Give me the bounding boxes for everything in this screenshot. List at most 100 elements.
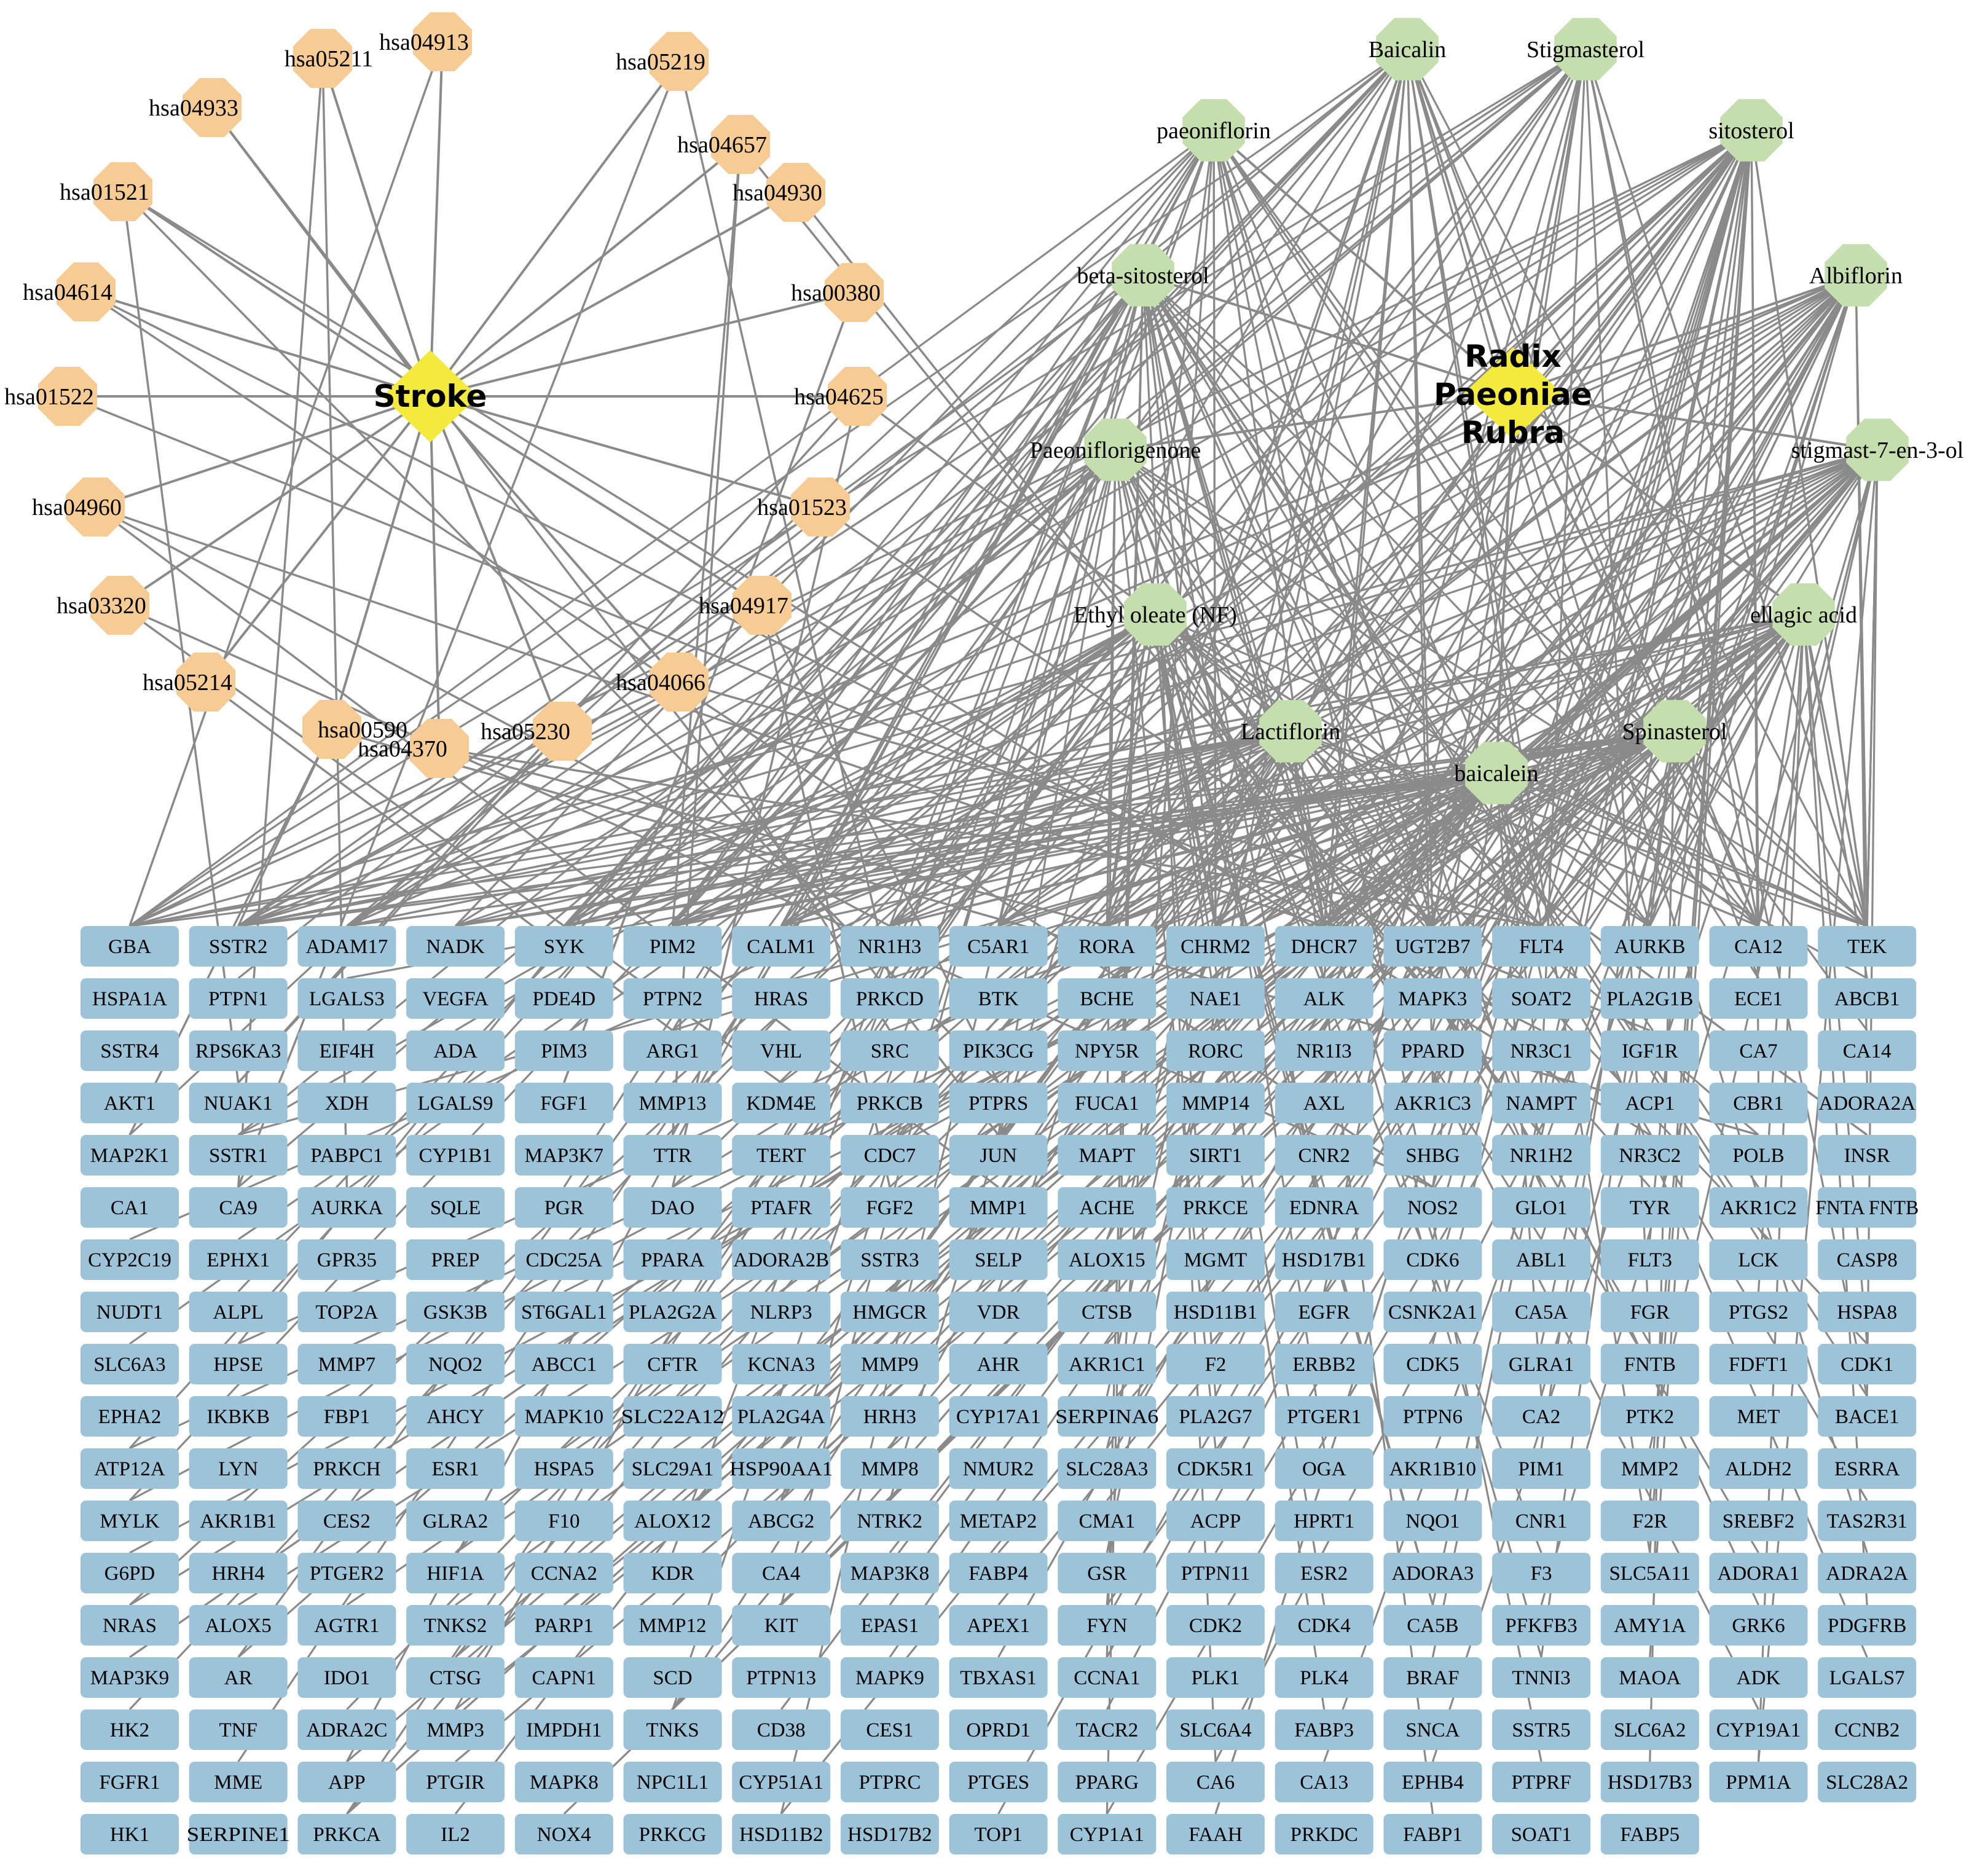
gene-label: PPM1A	[1726, 1772, 1791, 1794]
gene-node-shape	[514, 1605, 613, 1646]
gene-label: ALK	[1303, 988, 1345, 1010]
network-edge	[1142, 274, 1868, 927]
gene-node-ca4: CA4	[732, 1553, 831, 1593]
gene-node-adra2a: ADRA2A	[1818, 1553, 1917, 1593]
pathway-node-hsa05230: hsa05230	[481, 702, 592, 761]
pathway-node-hsa04657: hsa04657	[677, 115, 770, 174]
gene-label: CDK1	[1841, 1354, 1893, 1376]
gene-node-shape	[949, 1553, 1048, 1593]
gene-label: CALM1	[747, 936, 815, 958]
gene-node-shape	[840, 1448, 939, 1489]
gene-node-shape	[623, 1814, 722, 1854]
gene-node-shape	[1058, 1709, 1157, 1750]
gene-node-ikbkb: IKBKB	[189, 1396, 288, 1437]
gene-node-fbp1: FBP1	[297, 1396, 396, 1437]
gene-label: CDC25A	[525, 1249, 602, 1271]
gene-label: MMP7	[318, 1354, 376, 1376]
pathway-node-shape	[650, 653, 709, 712]
gene-node-shape	[1709, 1396, 1808, 1437]
network-edge	[85, 291, 431, 398]
gene-node-apex1: APEX1	[949, 1605, 1048, 1646]
gene-node-shape	[1166, 1605, 1265, 1646]
gene-label: HSD17B3	[1608, 1772, 1692, 1794]
gene-label: POLB	[1732, 1145, 1784, 1167]
gene-node-tnf: TNF	[189, 1709, 288, 1750]
gene-node-nr1i3: NR1I3	[1275, 1030, 1373, 1071]
gene-label: SHBG	[1405, 1145, 1460, 1167]
gene-node-pla2g1b: PLA2G1B	[1600, 978, 1699, 1019]
gene-node-ptprf: PTPRF	[1492, 1762, 1591, 1802]
gene-node-slc22a12: SLC22A12	[621, 1396, 725, 1437]
gene-node-polb: POLB	[1709, 1135, 1808, 1175]
network-edge	[1540, 731, 1676, 927]
gene-label: SELP	[975, 1249, 1022, 1271]
network-edge	[1673, 730, 1868, 927]
network-edge	[997, 275, 1144, 927]
network-edge	[238, 730, 1291, 927]
gene-node-ptger2: PTGER2	[297, 1553, 396, 1593]
gene-label: HMGCR	[852, 1301, 927, 1324]
gene-node-shape	[1275, 1448, 1373, 1489]
network-edge	[429, 41, 444, 397]
pathway-label: hsa05214	[143, 670, 232, 696]
gene-label: METAP2	[960, 1510, 1037, 1532]
gene-node-mapt: MAPT	[1058, 1135, 1157, 1175]
network-edge	[889, 274, 1857, 1188]
gene-node-shape	[623, 1239, 722, 1280]
gene-label: NMUR2	[963, 1458, 1034, 1480]
gene-node-shape	[1709, 1187, 1808, 1228]
gene-node-cyp1a1: CYP1A1	[1058, 1814, 1157, 1854]
gene-node-shape	[1709, 978, 1808, 1019]
gene-node-shape	[1818, 1501, 1917, 1541]
gene-node-fabp4: FABP4	[949, 1553, 1048, 1593]
gene-node-shape	[1818, 926, 1917, 967]
gene-node-shape	[81, 1083, 179, 1123]
gene-label: ABCB1	[1834, 988, 1900, 1010]
network-edge	[1323, 772, 1498, 927]
gene-node-shape	[406, 926, 505, 967]
gene-label: CA6	[1196, 1772, 1235, 1794]
herb-hub-label-line-1: Radix	[1464, 339, 1561, 374]
gene-node-tacr2: TACR2	[1058, 1709, 1157, 1750]
gene-label: ADA	[433, 1040, 477, 1062]
gene-node-atp12a: ATP12A	[81, 1448, 179, 1489]
gene-node-shape	[840, 1501, 939, 1541]
gene-node-shape	[1275, 1814, 1373, 1854]
pathway-node-hsa04930: hsa04930	[733, 163, 825, 222]
network-edge	[429, 143, 742, 398]
compound-node-shape	[1643, 700, 1706, 763]
gene-node-cd38: CD38	[732, 1709, 831, 1750]
gene-node-abcb1: ABCB1	[1818, 978, 1917, 1019]
gene-node-shape	[406, 1553, 505, 1593]
network-edge	[347, 772, 1497, 927]
gene-node-shape	[514, 1187, 613, 1228]
gene-label: MMP8	[861, 1458, 919, 1480]
gene-label: HPSE	[213, 1354, 263, 1376]
compound-label: Spinasterol	[1622, 719, 1727, 745]
gene-node-shape	[514, 1135, 613, 1175]
pathway-node-hsa05211: hsa05211	[285, 29, 373, 88]
gene-node-hsd11b1: HSD11B1	[1166, 1292, 1265, 1332]
gene-label: GLRA2	[423, 1510, 488, 1532]
gene-label: F10	[548, 1510, 580, 1532]
gene-node-serpine1: SERPINE1	[187, 1814, 290, 1854]
gene-node-plk4: PLK4	[1275, 1657, 1373, 1698]
pathway-node-hsa00590: hsa00590	[302, 700, 407, 759]
gene-label: EGFR	[1298, 1301, 1350, 1324]
gene-node-shape	[1383, 978, 1482, 1019]
compound-node-ethyl-oleate-nf: Ethyl oleate (NF)	[1074, 583, 1237, 646]
gene-node-shape	[297, 1396, 396, 1437]
gene-label: LGALS7	[1829, 1667, 1905, 1689]
gene-node-ptpn2: PTPN2	[623, 978, 722, 1019]
pathway-node-shape	[533, 702, 592, 761]
gene-node-shape	[189, 926, 288, 967]
gene-node-ttr: TTR	[623, 1135, 722, 1175]
network-edge	[429, 395, 763, 606]
gene-node-shape	[1709, 1083, 1808, 1123]
gene-node-sstr1: SSTR1	[189, 1135, 288, 1175]
gene-node-shape	[297, 1292, 396, 1332]
network-edge	[1115, 392, 1514, 451]
gene-node-hsd17b2: HSD17B2	[840, 1814, 939, 1854]
gene-label: PTGS2	[1729, 1301, 1788, 1324]
gene-node-shape	[732, 1657, 831, 1698]
